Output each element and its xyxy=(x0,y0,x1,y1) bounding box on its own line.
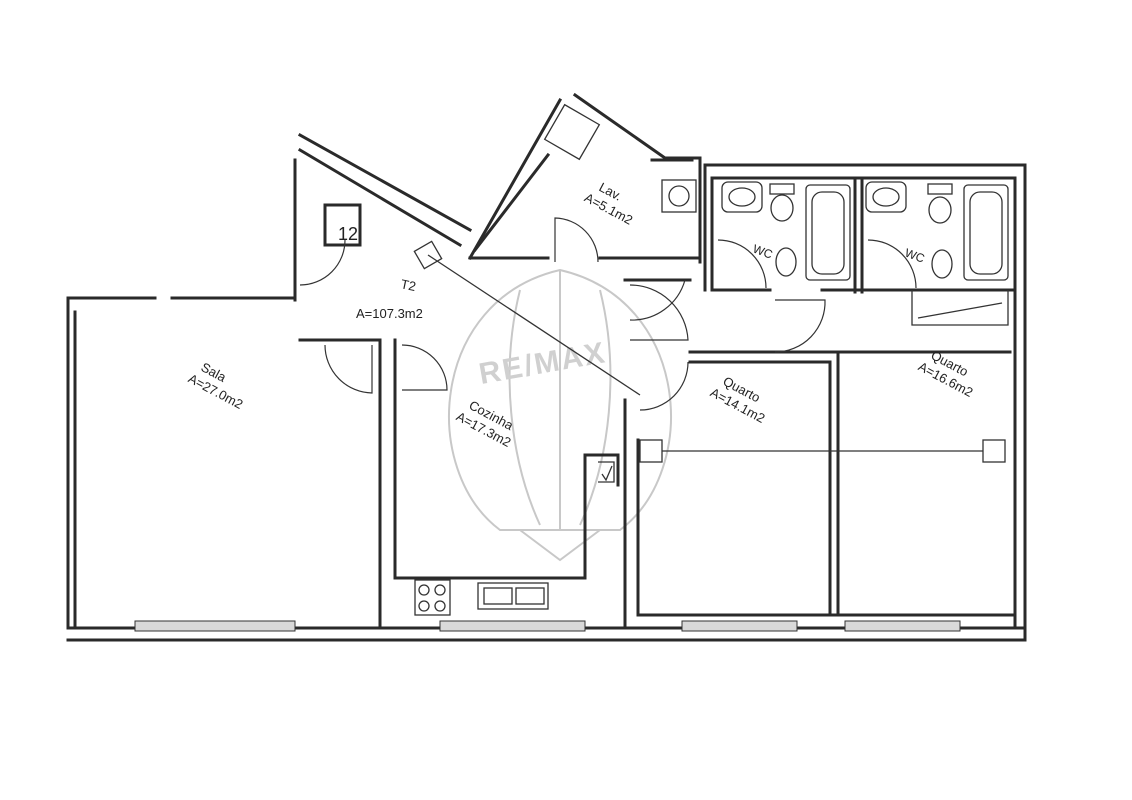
vent-quarto1 xyxy=(639,439,663,463)
bidet-wc1 xyxy=(775,247,797,277)
vent-quarto2 xyxy=(982,439,1006,463)
watermark-text: RE/MAX xyxy=(476,336,608,391)
bidet-wc2 xyxy=(931,249,953,279)
window-quarto2 xyxy=(844,620,961,632)
toilet-tank-wc2 xyxy=(927,183,953,195)
toilet-wc2 xyxy=(928,196,952,224)
toilet-tank-wc1 xyxy=(769,183,795,195)
t2-name: T2 xyxy=(399,276,417,294)
fixtures xyxy=(413,103,1009,616)
sink-wc1 xyxy=(721,181,763,213)
window-quarto1 xyxy=(681,620,798,632)
wc2-name: WC xyxy=(903,246,927,266)
wc1-name: WC xyxy=(751,242,775,262)
window-sala xyxy=(134,620,296,632)
bathtub-wc2 xyxy=(963,184,1009,281)
toilet-wc1 xyxy=(770,194,794,222)
t2-area: A=107.3m2 xyxy=(356,306,423,321)
doors xyxy=(299,217,917,411)
bathtub-lav xyxy=(543,103,601,161)
windows xyxy=(134,620,961,632)
wc-lav xyxy=(661,179,697,213)
stair-label: 12 xyxy=(338,224,358,244)
window-cozinha xyxy=(439,620,586,632)
bathtub-wc1 xyxy=(805,184,851,281)
sink-wc2 xyxy=(865,181,907,213)
kitchen-sink xyxy=(477,582,549,610)
